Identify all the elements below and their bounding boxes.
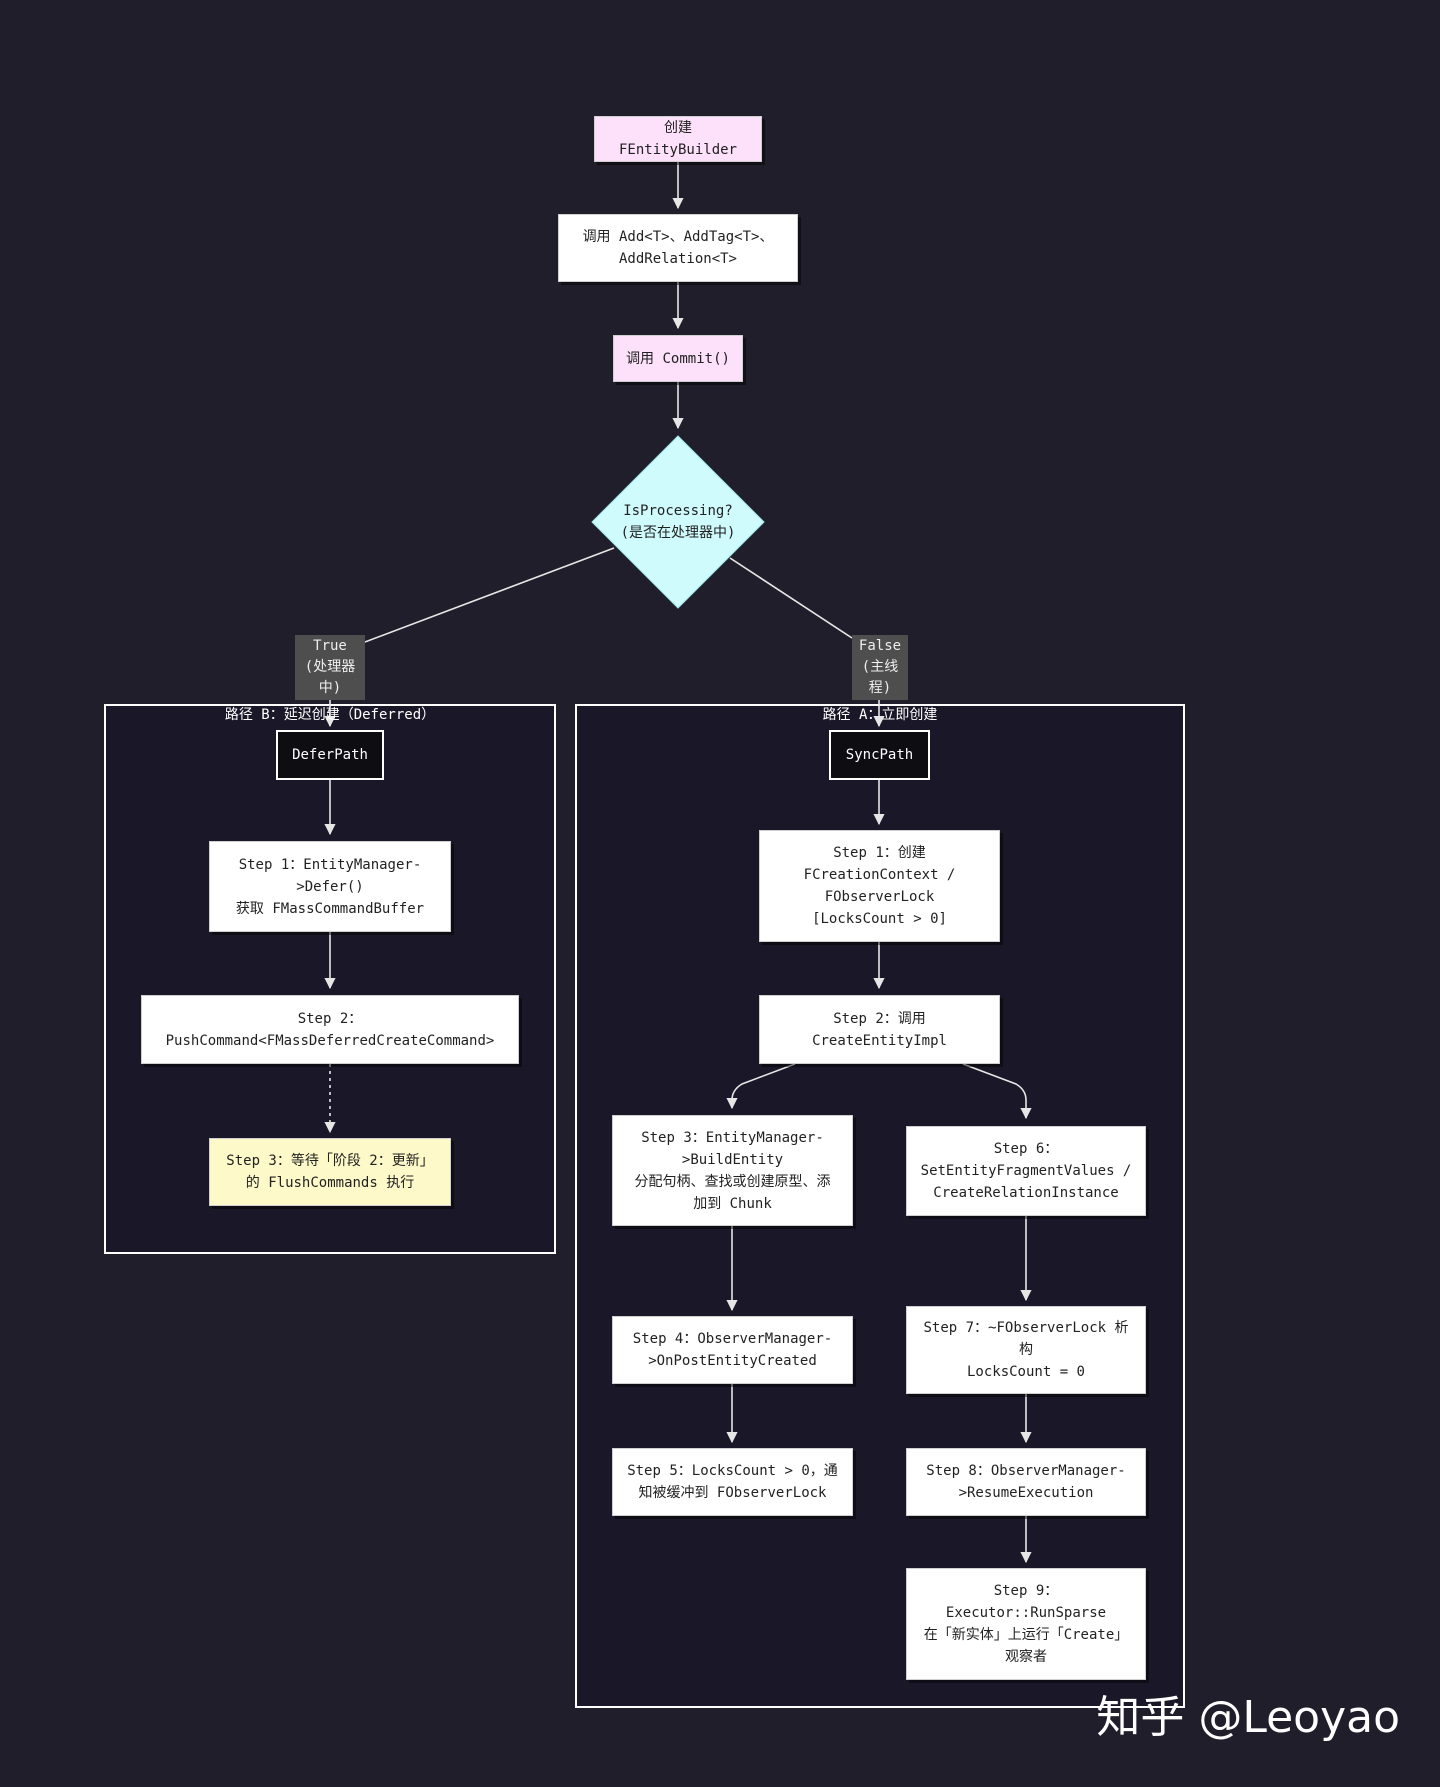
group-path-b-title: 路径 B：延迟创建（Deferred） bbox=[224, 707, 436, 723]
edge-astep2-to-astep3 bbox=[726, 1063, 796, 1110]
edge-label-false: False (主线程) bbox=[852, 635, 908, 700]
node-create-builder: 创建 FEntityBuilder bbox=[594, 116, 762, 162]
node-a-step8: Step 8：ObserverManager- >ResumeExecution bbox=[906, 1448, 1146, 1516]
node-sync-path: SyncPath bbox=[829, 730, 930, 780]
node-a-step2: Step 2：调用 CreateEntityImpl bbox=[759, 995, 1000, 1064]
edge-astep2-to-astep6 bbox=[962, 1063, 1032, 1120]
node-a-step1: Step 1：创建 FCreationContext / FObserverLo… bbox=[759, 830, 1000, 942]
decision-diamond bbox=[591, 435, 765, 609]
node-call-commit: 调用 Commit() bbox=[613, 335, 743, 382]
node-b-step1: Step 1：EntityManager- >Defer() 获取 FMassC… bbox=[209, 841, 451, 932]
edge-decision-false-a bbox=[729, 557, 853, 639]
node-call-add: 调用 Add<T>、AddTag<T>、 AddRelation<T> bbox=[558, 214, 798, 282]
edge-label-true: True (处理器中) bbox=[295, 635, 365, 700]
watermark: 知乎 @Leoyao bbox=[1096, 1692, 1400, 1743]
node-decision-label: IsProcessing? (是否在处理器中) bbox=[620, 503, 736, 541]
node-defer-path: DeferPath bbox=[276, 730, 384, 780]
group-path-a-title: 路径 A：立即创建 bbox=[822, 707, 938, 723]
node-a-step7: Step 7：~FObserverLock 析 构 LocksCount = 0 bbox=[906, 1306, 1146, 1394]
node-a-step4: Step 4：ObserverManager- >OnPostEntityCre… bbox=[612, 1316, 853, 1384]
node-a-step9: Step 9： Executor::RunSparse 在「新实体」上运行「Cr… bbox=[906, 1568, 1146, 1680]
node-a-step6: Step 6： SetEntityFragmentValues / Create… bbox=[906, 1126, 1146, 1216]
node-b-step2: Step 2： PushCommand<FMassDeferredCreateC… bbox=[141, 995, 519, 1064]
node-a-step5: Step 5：LocksCount > 0，通 知被缓冲到 FObserverL… bbox=[612, 1448, 853, 1516]
node-b-step3: Step 3：等待「阶段 2：更新」 的 FlushCommands 执行 bbox=[209, 1138, 451, 1206]
edge-decision-true-a bbox=[364, 547, 615, 643]
node-a-step3: Step 3：EntityManager- >BuildEntity 分配句柄、… bbox=[612, 1115, 853, 1226]
